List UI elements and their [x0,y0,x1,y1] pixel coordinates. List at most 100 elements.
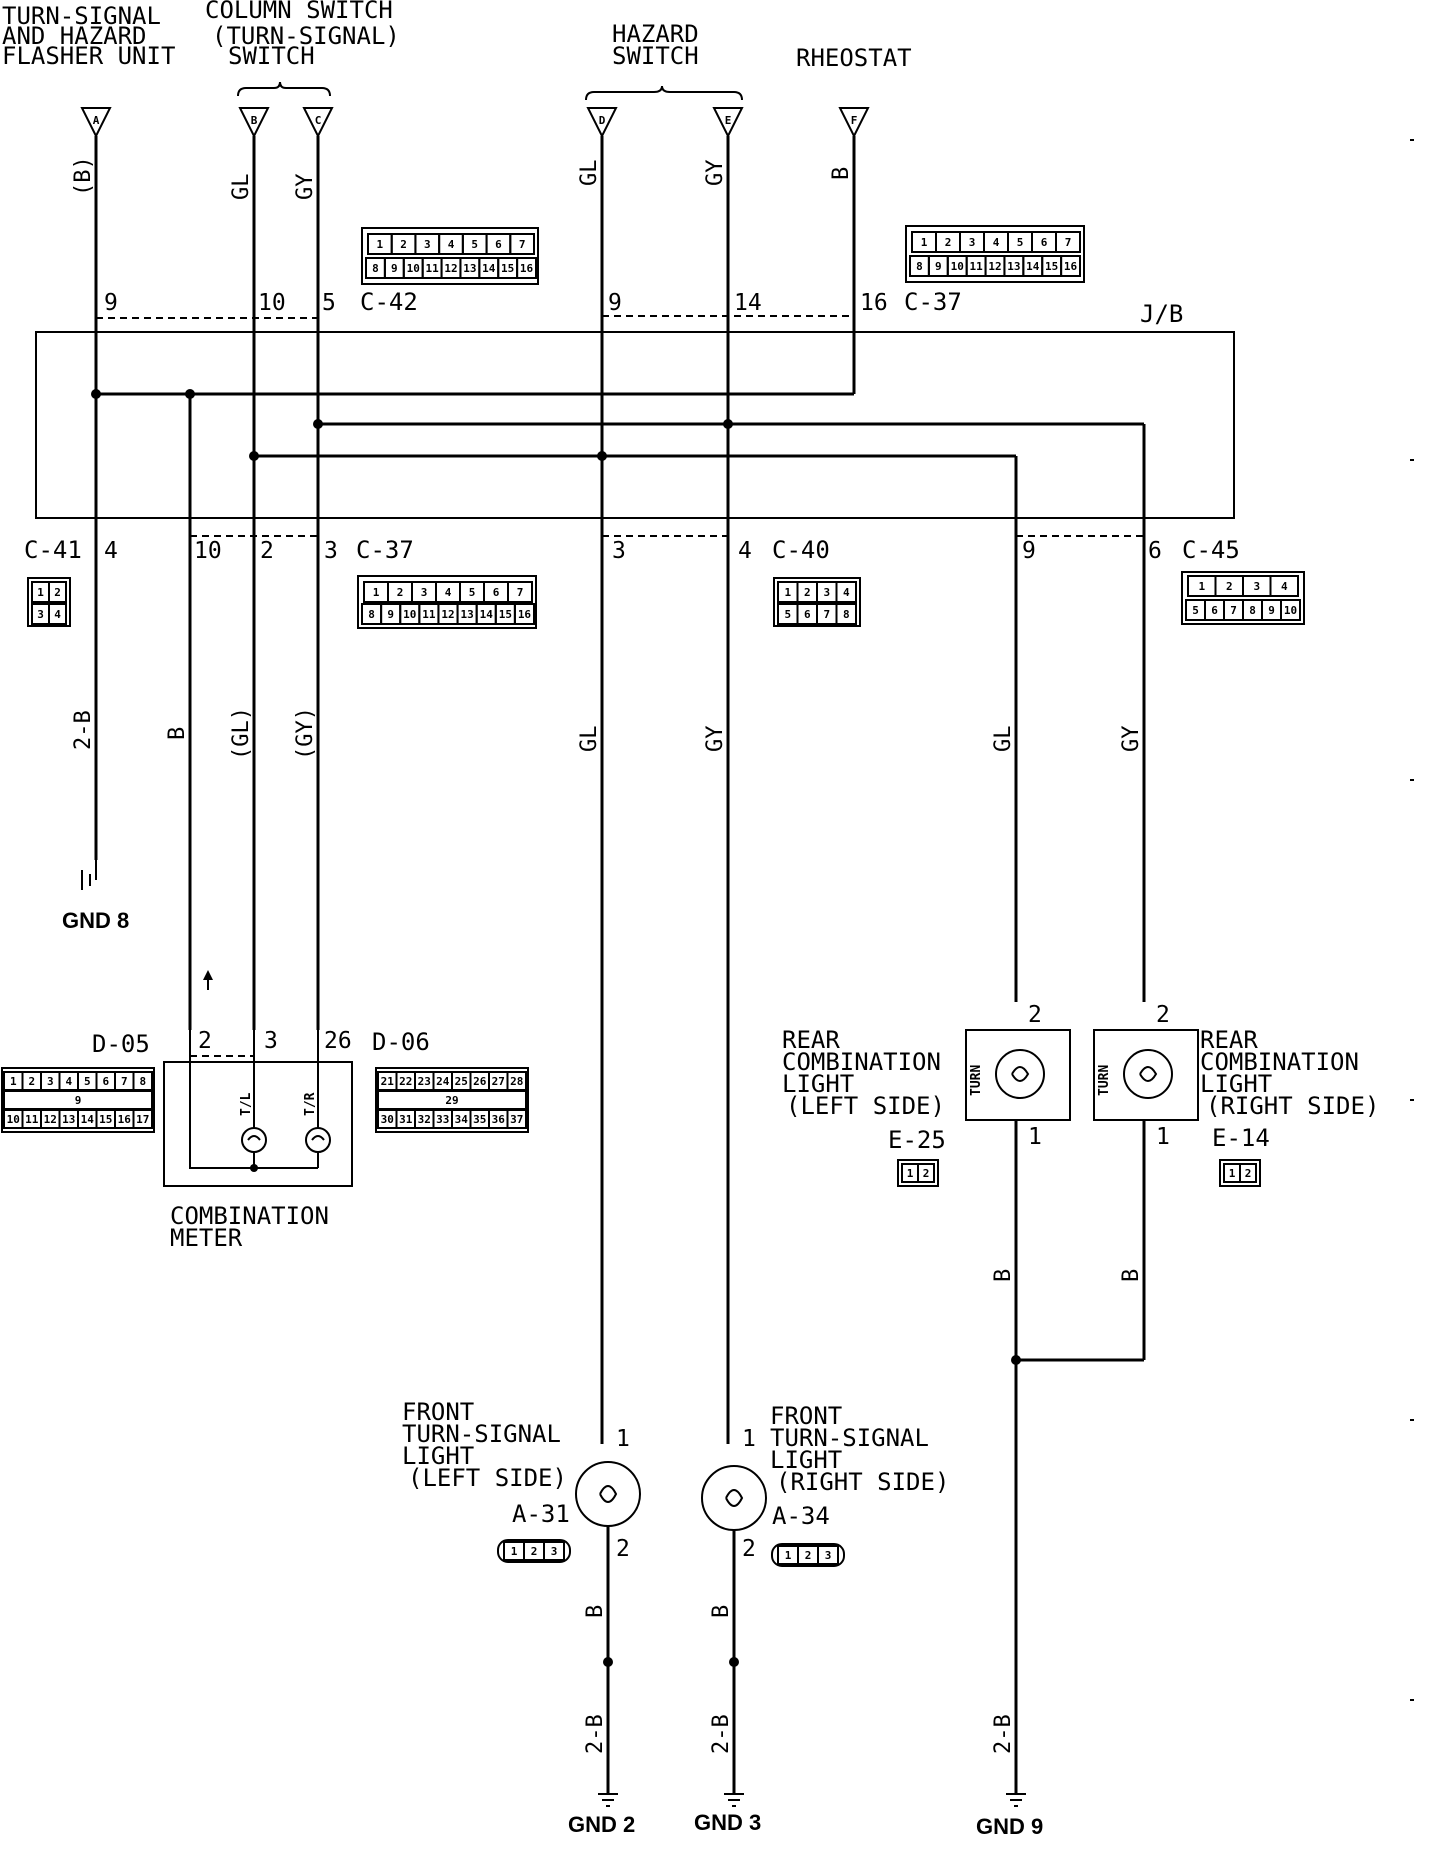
pin-mid-2: 2 [260,538,274,564]
ground-label-gnd3: GND 3 [694,1810,761,1835]
connector-cell-label: 22 [399,1075,412,1088]
connector-cell [917,1163,935,1183]
connector-cell-label: 11 [969,260,983,273]
connector-cell [1055,231,1081,253]
terminal-c: C [302,107,334,139]
connector-cell-label: 7 [1065,236,1072,249]
splice-dot [313,419,323,429]
splice-dot [185,389,195,399]
connector-cell [543,1541,565,1561]
connector-cell-label: 7 [1230,604,1237,617]
connector-cell [48,603,67,625]
connector-cell-label: 4 [843,586,850,599]
terminal-d: D [586,107,618,139]
connector-cell-label: 6 [493,586,500,599]
column-switch-brace [237,81,331,97]
front-left-label-1: FRONT [402,1398,474,1426]
connector-cell [509,233,535,255]
wire-color-f: B [829,167,854,180]
connector-cell-label: 10 [7,1113,20,1126]
connector-e14-label: E-14 [1212,1124,1270,1152]
rear-left-label-1: REAR [782,1026,840,1054]
rear-left-label-3: LIGHT [782,1070,854,1098]
connector-cell-label: 6 [804,608,811,621]
column-switch-label-2: (TURN-SIGNAL) [212,22,400,50]
connector-cell [132,1109,153,1129]
connector-d06-label: D-06 [372,1028,430,1056]
connector-cell-label: 14 [81,1113,95,1126]
pin-front-left-2: 2 [616,1536,630,1562]
terminal-e: E [712,107,744,139]
connector-cell-label: 10 [407,262,420,275]
ground-symbol-gnd9 [1006,1793,1026,1807]
connector-cell-label: 13 [460,608,473,621]
connector-cell-label: 11 [25,1113,39,1126]
connector-cell-label: 7 [823,608,830,621]
svg-text:E: E [725,114,732,127]
connector-cell-label: 11 [422,608,436,621]
connector-cell-label: 2 [531,1545,538,1558]
ground-label-gnd9: GND 9 [976,1814,1043,1839]
connector-c41-label: C-41 [24,536,82,564]
svg-text:C: C [315,114,322,127]
front-right-label-3: LIGHT [770,1446,842,1474]
connector-cell-label: 6 [1041,236,1048,249]
connector-cell-label: 1 [373,586,380,599]
splice-dot [729,1657,739,1667]
wire-color-meter-b: B [165,727,190,740]
connector-cell-label: 14 [1026,260,1040,273]
svg-text:A: A [93,114,100,127]
connector-cell-label: 5 [84,1075,91,1088]
indicator-lamp-tl [241,1127,267,1153]
ground-symbol-gnd3 [724,1793,744,1807]
rear-right-label-2: COMBINATION [1200,1048,1359,1076]
wire-color-a: (B) [71,156,96,196]
connector-cell-label: 8 [368,608,375,621]
connector-cell-label: 2 [54,586,61,599]
tl-label: T/L [239,1092,254,1116]
rear-right-label-3: LIGHT [1200,1070,1272,1098]
connector-cell-label: 3 [551,1545,558,1558]
splice-dot [723,419,733,429]
connector-cell-label: 8 [843,608,850,621]
connector-cell [48,581,67,603]
indicator-lamp-tr [305,1127,331,1153]
meter-ground-path [189,1030,318,1169]
connector-cell-label: 8 [139,1075,146,1088]
connector-cell-label: 5 [1192,604,1199,617]
junction-block-label: J/B [1140,300,1183,328]
connector-cell-label: 37 [510,1113,523,1126]
connector-cell-label: 3 [47,1075,54,1088]
pin-top-14: 14 [734,290,762,316]
ground-label-gnd8: GND 8 [62,908,129,933]
connector-cell-label: 32 [418,1113,431,1126]
connector-c37-top-label: C-37 [904,288,962,316]
connector-e25-label: E-25 [888,1126,946,1154]
connector-cell-label: 3 [424,238,431,251]
connector-cell-label: 1 [907,1167,914,1180]
pin-meter-2: 2 [198,1028,212,1054]
hazard-switch-label-2: SWITCH [612,42,699,70]
connector-cell-label: 4 [448,238,455,251]
connector-cell-label: 15 [1045,260,1058,273]
pin-mid-10: 10 [194,538,222,564]
hazard-switch-brace [585,85,743,101]
front-right-light [701,1465,767,1531]
connector-c45-label: C-45 [1182,536,1240,564]
connector-cell-label: 9 [387,608,394,621]
connector-cell-label: 1 [511,1545,518,1558]
pin-top-5: 5 [322,290,336,316]
pin-rear-left-2: 2 [1028,1002,1042,1028]
connector-cell [1280,599,1301,621]
connector-cell [835,581,857,603]
connector-cell-label: 5 [1017,236,1024,249]
connector-cell-label: 1 [1198,580,1205,593]
connector-cell-label: 8 [916,260,923,273]
pin-top-16: 16 [860,290,888,316]
connector-cell-label: 14 [480,608,494,621]
